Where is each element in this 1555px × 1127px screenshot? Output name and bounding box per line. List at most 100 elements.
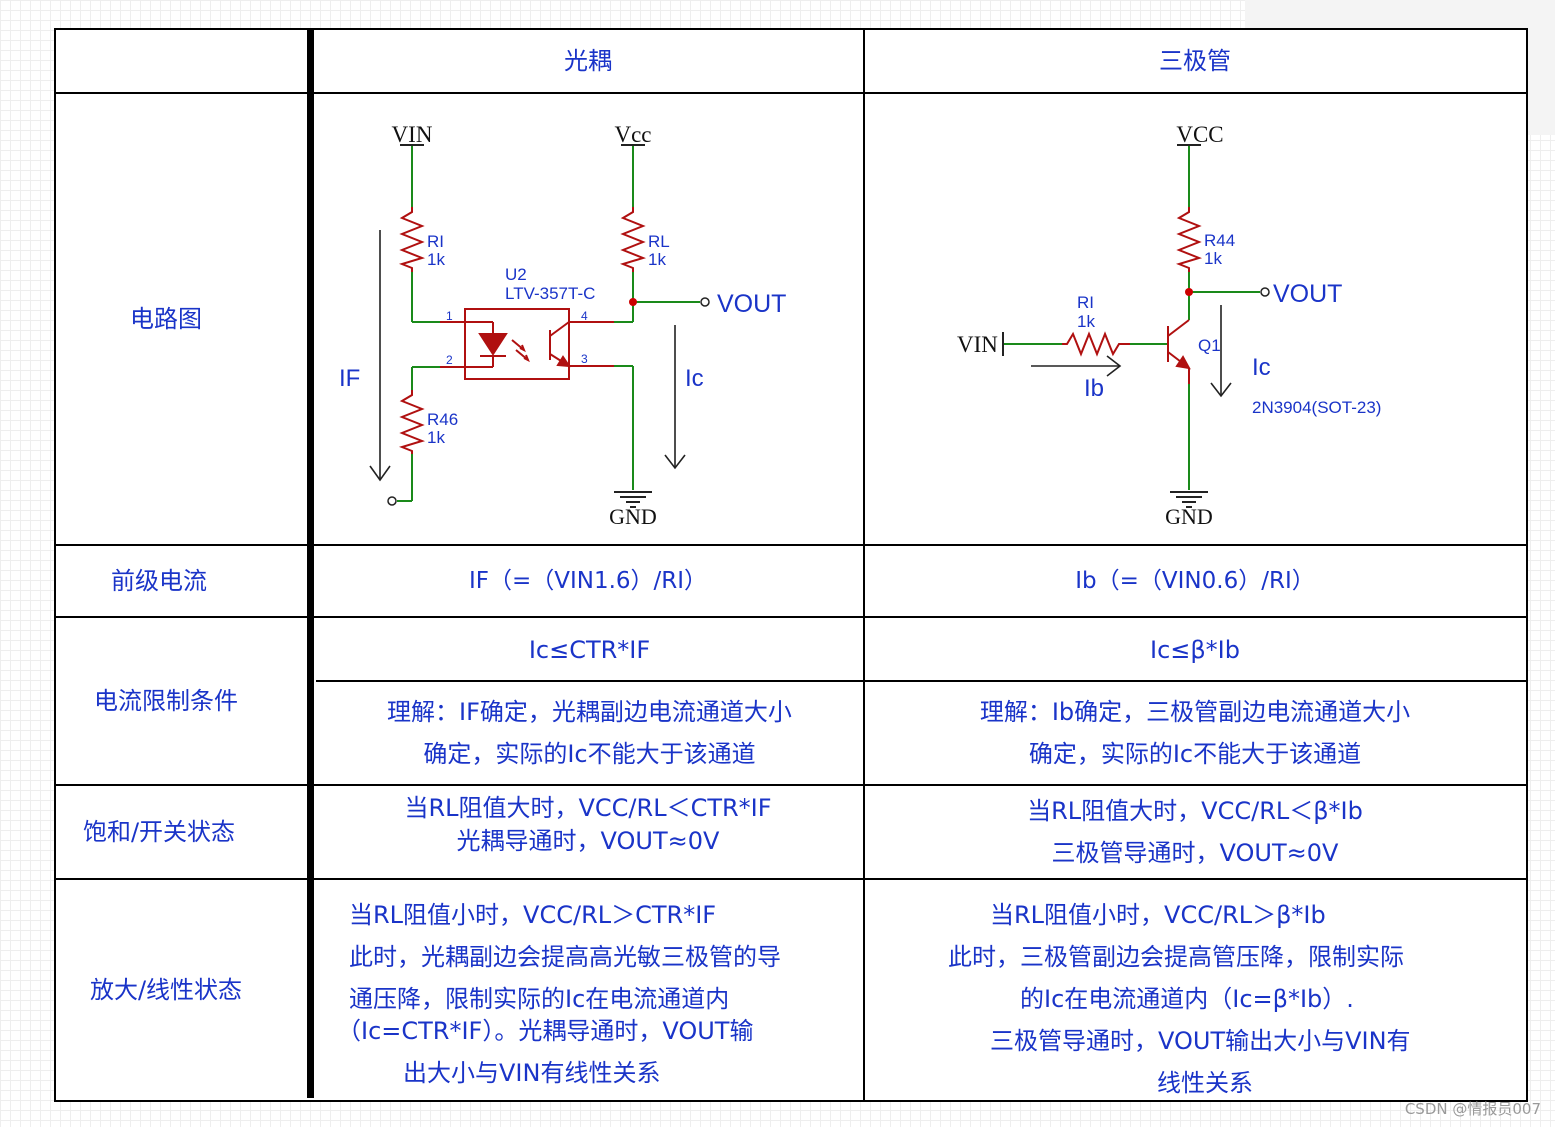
row-label-amplification: 放大/线性状态 [56, 880, 276, 1100]
transistor-schematic: VCC GND VIN R44 1k RI 1k Q1 2N3904(SOT-2… [957, 122, 1381, 529]
opto-amplification-line: （Ic=CTR*IF）。光耦导通时，VOUT输 [337, 1017, 754, 1045]
cell-bjt-limit-formula: Ic≤β*Ib [865, 620, 1525, 680]
ri-name: RI [1077, 293, 1094, 312]
row-label-amplification-text: 放大/线性状态 [89, 976, 243, 1004]
pin-label: 4 [581, 309, 588, 323]
bjt-saturation-line: 三极管导通时，VOUT≈0V [1051, 839, 1339, 867]
rl-value: 1k [648, 250, 666, 269]
opto-limit-note-line: 理解：IF确定，光耦副边电流通道大小 [387, 698, 792, 726]
bjt-amplification-line: 当RL阻值小时，VCC/RL＞β*Ib [990, 901, 1326, 929]
row-label-circuit: 电路图 [56, 94, 276, 544]
u2-part: LTV-357T-C [505, 284, 595, 303]
current-arrows [1031, 305, 1232, 398]
bjt-input-current-formula: Ib（=（VIN0.6）/RI） [1075, 568, 1315, 594]
pin-label: 2 [446, 353, 453, 367]
vcc-label: VCC [1176, 122, 1223, 147]
pin-label: 1 [446, 309, 453, 323]
ri-value: 1k [1077, 312, 1095, 331]
row-label-input-current-text: 前级电流 [111, 567, 207, 595]
cell-bjt-input-current: Ib（=（VIN0.6）/RI） [865, 546, 1525, 616]
header-optocoupler: 光耦 [313, 30, 863, 92]
bjt-amplification-line: 三极管导通时，VOUT输出大小与VIN有 [990, 1027, 1411, 1055]
grid-line [56, 784, 1526, 786]
vout-label: VOUT [717, 290, 786, 318]
resistors [398, 207, 647, 454]
optocoupler-u2-icon [440, 308, 614, 380]
grid-line [56, 878, 1526, 880]
row-label-input-current: 前级电流 [56, 546, 262, 616]
r46-name: R46 [427, 410, 458, 429]
gnd-label: GND [609, 504, 657, 529]
r44-value: 1k [1204, 249, 1222, 268]
header-optocoupler-label: 光耦 [564, 47, 612, 75]
cell-opto-limit-formula: Ic≤CTR*IF [316, 620, 863, 680]
resistors [1062, 207, 1203, 357]
junction-dot [629, 298, 637, 306]
cell-opto-saturation: 当RL阻值大时，VCC/RL＜CTR*IF 光耦导通时，VOUT≈0V [313, 786, 863, 878]
opto-amplification-line: 出大小与VIN有线性关系 [403, 1059, 661, 1087]
bjt-amplification-line: 线性关系 [1157, 1069, 1253, 1097]
rl-name: RL [648, 232, 670, 251]
opto-limit-note-line: 确定，实际的Ic不能大于该通道 [423, 740, 756, 768]
row-label-saturation-text: 饱和/开关状态 [82, 818, 236, 846]
cell-opto-amplification: 当RL阻值小时，VCC/RL＞CTR*IF 此时，光耦副边会提高高光敏三极管的导… [313, 880, 863, 1100]
vout-terminal [1260, 287, 1270, 297]
current-arrows [369, 230, 686, 482]
ri-name: RI [427, 232, 444, 251]
cell-bjt-amplification: 当RL阻值小时，VCC/RL＞β*Ib 此时，三极管副边会提高管压降，限制实际 … [865, 880, 1525, 1100]
thick-divider [307, 28, 314, 1098]
npn-transistor-icon [1167, 319, 1191, 384]
opto-wires [397, 145, 700, 502]
junction-dot [1185, 288, 1193, 296]
ic-label: Ic [685, 365, 704, 392]
opto-limit-formula: Ic≤CTR*IF [528, 636, 651, 664]
input-terminal [387, 496, 397, 506]
vout-terminal [700, 297, 710, 307]
gnd-label: GND [1165, 504, 1213, 529]
opto-saturation-line: 光耦导通时，VOUT≈0V [456, 827, 720, 855]
q1-ref: Q1 [1198, 336, 1221, 355]
cell-bjt-limit-note: 理解：Ib确定，三极管副边电流通道大小 确定，实际的Ic不能大于该通道 [865, 682, 1525, 784]
r44-name: R44 [1204, 231, 1235, 250]
row-label-saturation: 饱和/开关状态 [56, 786, 262, 878]
cell-opto-limit-note: 理解：IF确定，光耦副边电流通道大小 确定，实际的Ic不能大于该通道 [316, 682, 863, 784]
opto-amplification-line: 当RL阻值小时，VCC/RL＞CTR*IF [349, 901, 717, 929]
power-symbols [1002, 144, 1208, 508]
grid-line [316, 680, 1526, 682]
opto-amplification-line: 此时，光耦副边会提高高光敏三极管的导 [349, 943, 781, 971]
row-label-circuit-text: 电路图 [130, 305, 202, 333]
bjt-limit-note-line: 理解：Ib确定，三极管副边电流通道大小 [979, 698, 1411, 726]
ic-label: Ic [1252, 354, 1271, 381]
optocoupler-schematic: VIN Vcc GND RI 1k RL 1k R46 1k U2 LTV-35… [339, 122, 786, 529]
q1-part: 2N3904(SOT-23) [1252, 398, 1381, 417]
power-symbols [400, 144, 652, 508]
opto-amplification-line: 通压降，限制实际的Ic在电流通道内 [349, 985, 730, 1013]
header-transistor: 三极管 [865, 30, 1525, 92]
opto-saturation-line: 当RL阻值大时，VCC/RL＜CTR*IF [404, 794, 772, 822]
grid-line [863, 30, 865, 1100]
grid-line [56, 544, 1526, 546]
bjt-amplification-line: 的Ic在电流通道内（Ic=β*Ib）. [1020, 985, 1354, 1013]
bjt-saturation-line: 当RL阻值大时，VCC/RL＜β*Ib [1027, 797, 1363, 825]
pin-label: 3 [581, 352, 588, 366]
cell-bjt-saturation: 当RL阻值大时，VCC/RL＜β*Ib 三极管导通时，VOUT≈0V [865, 786, 1525, 878]
bjt-amplification-line: 此时，三极管副边会提高管压降，限制实际 [948, 943, 1404, 971]
cell-opto-input-current: IF（=（VIN1.6）/RI） [313, 546, 863, 616]
vin-label: VIN [957, 332, 998, 357]
vin-label: VIN [392, 122, 433, 147]
u2-ref: U2 [505, 265, 527, 284]
row-label-current-limit-text: 电流限制条件 [94, 687, 238, 715]
grid-line [56, 92, 1526, 94]
ib-label: Ib [1084, 375, 1104, 402]
r46-value: 1k [427, 428, 445, 447]
ri-value: 1k [427, 250, 445, 269]
bjt-limit-formula: Ic≤β*Ib [1149, 636, 1240, 664]
watermark: CSDN @情报员007 [1404, 1100, 1541, 1118]
bjt-limit-note-line: 确定，实际的Ic不能大于该通道 [1028, 740, 1362, 768]
header-transistor-label: 三极管 [1159, 47, 1231, 75]
vcc-label: Vcc [614, 122, 651, 147]
bjt-wires [1003, 145, 1260, 490]
vout-label: VOUT [1273, 280, 1342, 308]
grid-line [56, 616, 1526, 618]
if-label: IF [339, 365, 360, 392]
